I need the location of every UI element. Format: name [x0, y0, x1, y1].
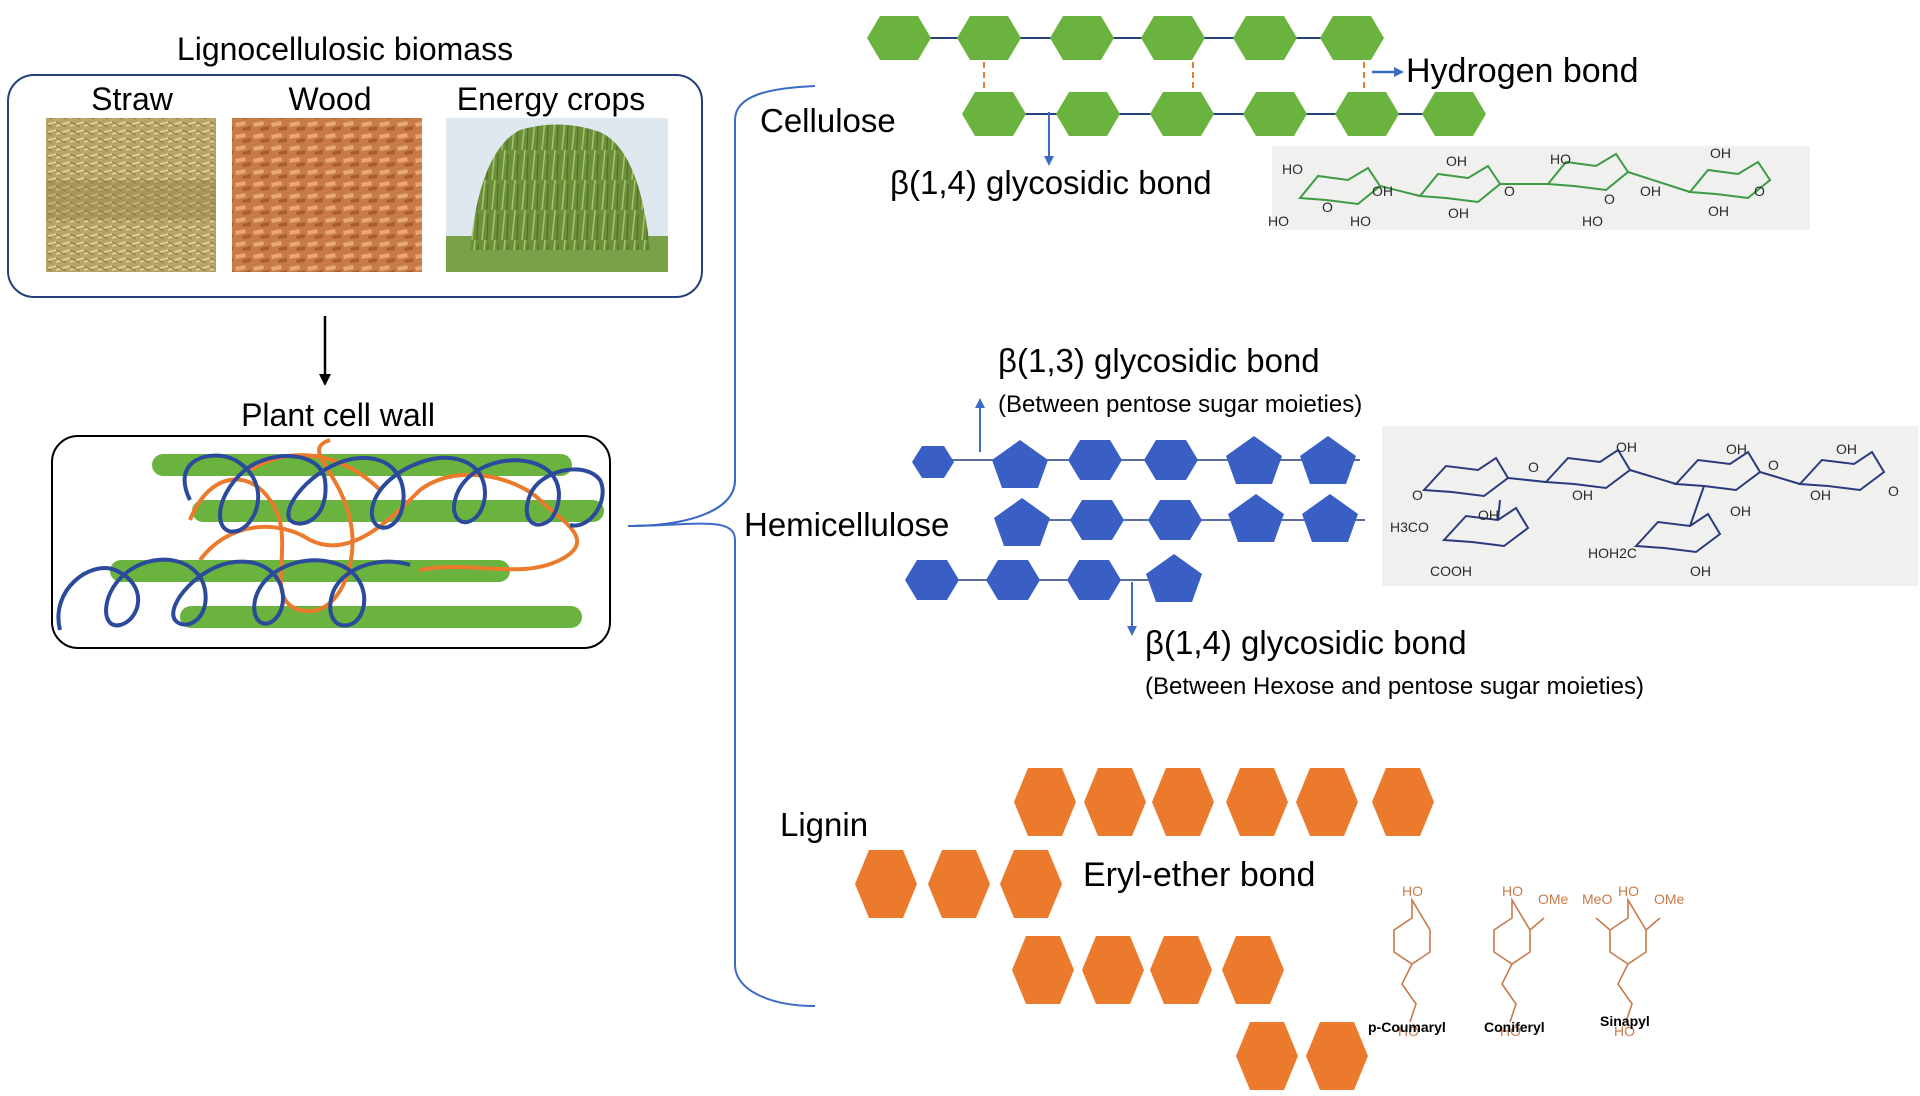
- coumaryl-ho-bottom: HO: [1398, 1023, 1419, 1039]
- source-wood-label: Wood: [288, 81, 371, 117]
- p-coumaryl-label: p-Coumaryl: [1368, 1019, 1446, 1035]
- hemi-chem-oh-1: OH: [1616, 439, 1637, 455]
- coniferyl-label: Coniferyl: [1484, 1019, 1545, 1035]
- lignin-section: Lignin Eryl-ether bond: [780, 768, 1685, 1090]
- hemi-chem-hoh2c: HOH2C: [1588, 545, 1637, 561]
- straw-image: [46, 118, 216, 272]
- coniferyl-ho-bottom: HO: [1500, 1023, 1521, 1039]
- lignin-label: Lignin: [780, 806, 868, 843]
- cel-chem-oh-5: OH: [1710, 145, 1731, 161]
- bond-13-note: (Between pentose sugar moieties): [998, 391, 1362, 418]
- cellulose-chain-bottom: [962, 92, 1486, 136]
- hemi-chem-o-2: O: [1412, 487, 1423, 503]
- cellulose-chain-top: [867, 16, 1384, 60]
- branch-connector: [627, 85, 816, 1007]
- biomass-box: [7, 74, 703, 298]
- hemi-chem-cooh: COOH: [1430, 563, 1472, 579]
- hemi-chem-oh-4: OH: [1726, 441, 1747, 457]
- hemi-chem-o-1: O: [1528, 459, 1539, 475]
- hemi-chem-o-3: O: [1768, 457, 1779, 473]
- cell-wall-box: [51, 435, 611, 649]
- hemicellulose-section: β(1,3) glycosidic bond (Between pentose …: [744, 342, 1918, 700]
- hemicellulose-row-1: [912, 436, 1356, 488]
- hydrogen-bonds: [983, 62, 1365, 92]
- cel-chem-oh-2: OH: [1446, 153, 1467, 169]
- lignin-strands: [188, 438, 579, 614]
- biomass-panel: Lignocellulosic biomass Straw Wood Energ…: [7, 31, 703, 298]
- cel-chem-ho-5: HO: [1268, 213, 1289, 229]
- cellulose-section: Cellulose Hydrogen bon: [760, 16, 1810, 230]
- sinapyl-meo: MeO: [1582, 891, 1612, 907]
- sinapyl-ome: OMe: [1654, 891, 1685, 907]
- hemicellulose-label: Hemicellulose: [744, 506, 949, 543]
- coniferyl-ho-top: HO: [1502, 883, 1523, 899]
- bond-14-note: (Between Hexose and pentose sugar moieti…: [1145, 673, 1644, 700]
- cel-chem-oh-6: OH: [1708, 203, 1729, 219]
- cel-chem-oh-1: OH: [1372, 183, 1393, 199]
- hemi-chem-oh-8: OH: [1810, 487, 1831, 503]
- sinapyl-ho-top: HO: [1618, 883, 1639, 899]
- hemi-chem-oh-2: OH: [1478, 507, 1499, 523]
- bond-14-label: β(1,4) glycosidic bond: [1145, 624, 1467, 661]
- cellulose-glycosidic-label: β(1,4) glycosidic bond: [890, 164, 1212, 201]
- cellulose-structure: HO OH O OH HO O OH O HO OH HO OH OH O HO: [1268, 145, 1810, 230]
- cel-chem-ho-2: HO: [1350, 213, 1371, 229]
- cel-chem-o-2: O: [1504, 183, 1515, 199]
- cell-wall-title: Plant cell wall: [241, 397, 435, 433]
- hemicellulose-structure: OH O O H3CO OH COOH OH OH OH HOH2C OH O …: [1382, 426, 1918, 586]
- hemicellulose-coils: [56, 453, 605, 631]
- hemicellulose-row-3: [905, 554, 1202, 602]
- hemi-chem-h3co: H3CO: [1390, 519, 1429, 535]
- lignin-row-4: [1236, 1022, 1368, 1090]
- cellulose-label: Cellulose: [760, 102, 896, 139]
- sinapyl-ho-bottom: HO: [1614, 1023, 1635, 1039]
- cel-chem-oh-4: OH: [1640, 183, 1661, 199]
- source-energy-crops-label: Energy crops: [457, 81, 646, 117]
- coniferyl-ome: OMe: [1538, 891, 1569, 907]
- cel-chem-ho-3: HO: [1550, 151, 1571, 167]
- hydrogen-bond-label: Hydrogen bond: [1406, 52, 1639, 90]
- lignin-monomers: HO HO HO OMe HO MeO HO OMe HO p-Coumaryl…: [1368, 883, 1685, 1039]
- bond-13-label: β(1,3) glycosidic bond: [998, 342, 1320, 379]
- energy-crops-image: [446, 118, 668, 272]
- cel-chem-o-1: O: [1322, 199, 1333, 215]
- sinapyl-label: Sinapyl: [1600, 1013, 1650, 1029]
- lignin-row-2: [855, 850, 1062, 918]
- hemi-chem-oh-7: OH: [1836, 441, 1857, 457]
- biomass-title: Lignocellulosic biomass: [177, 31, 513, 67]
- wood-chips-image: [232, 118, 422, 272]
- lignin-row-1: [1014, 768, 1434, 836]
- source-straw-label: Straw: [91, 81, 174, 117]
- cel-chem-o-4: O: [1754, 183, 1765, 199]
- ether-bond-label: Eryl-ether bond: [1083, 856, 1315, 894]
- lignin-row-3: [1012, 936, 1284, 1004]
- cel-chem-ho-1: HO: [1282, 161, 1303, 177]
- cell-wall-panel: Plant cell wall: [51, 397, 611, 649]
- cel-chem-ho-4: HO: [1582, 213, 1603, 229]
- hemi-chem-o-4: O: [1888, 483, 1899, 499]
- hemicellulose-row-2: [994, 494, 1358, 546]
- coumaryl-ho-top: HO: [1402, 883, 1423, 899]
- hemi-chem-oh-6: OH: [1690, 563, 1711, 579]
- cel-chem-oh-3: OH: [1448, 205, 1469, 221]
- hemi-chem-oh-5: OH: [1730, 503, 1751, 519]
- hemi-chem-oh-3: OH: [1572, 487, 1593, 503]
- cel-chem-o-3: O: [1604, 191, 1615, 207]
